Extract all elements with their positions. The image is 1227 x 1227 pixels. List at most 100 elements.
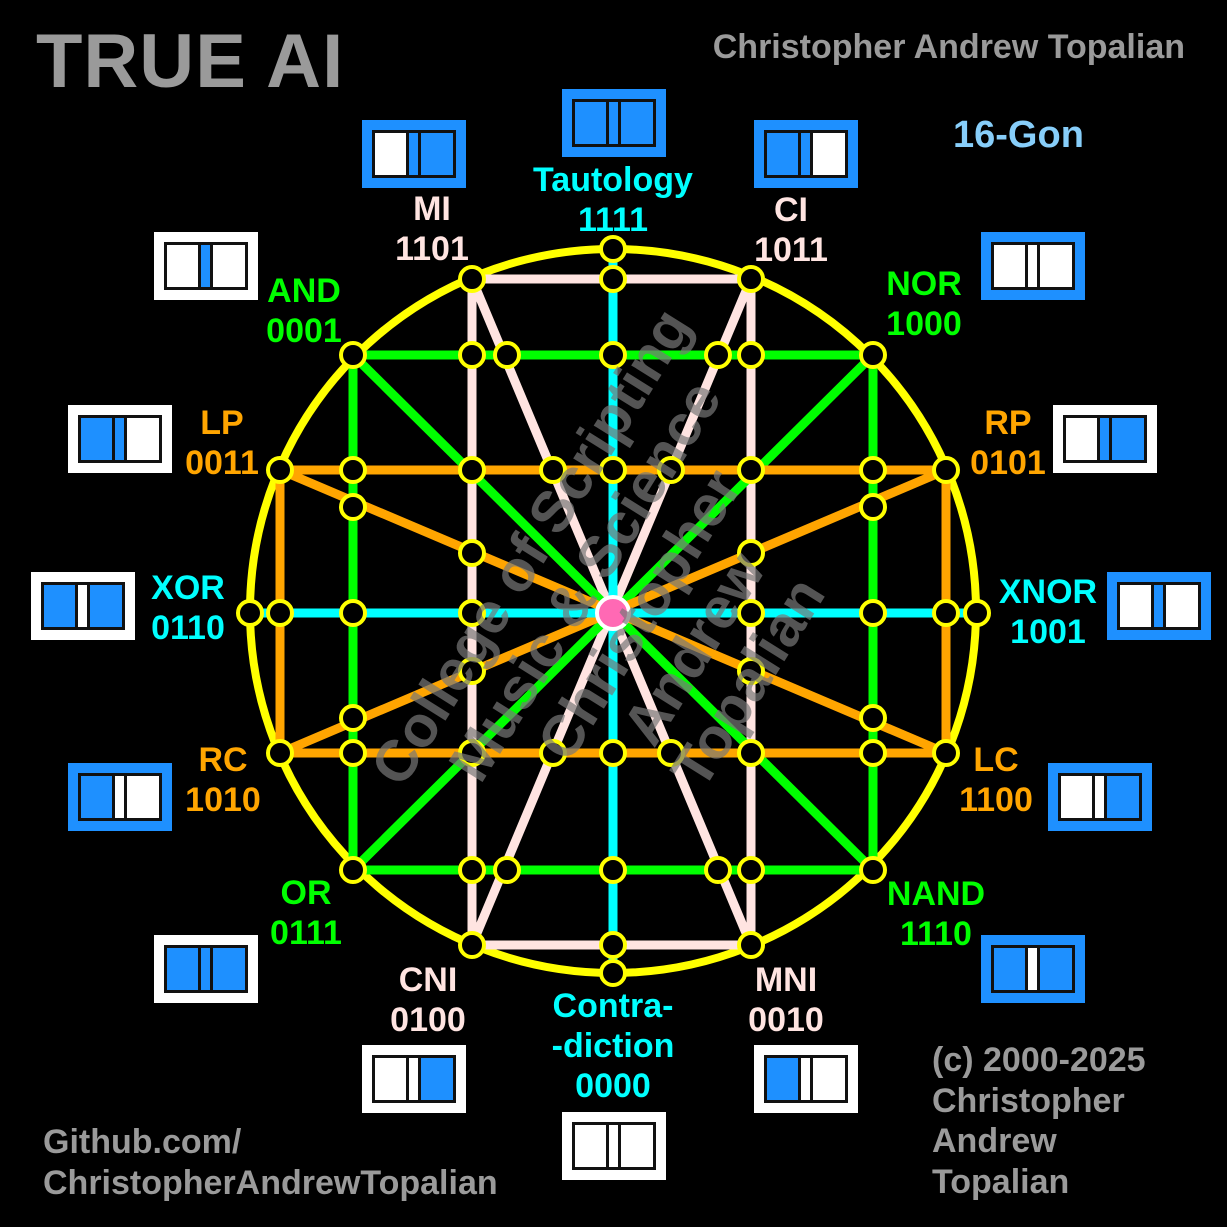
gate-code: 0010 — [748, 1001, 824, 1039]
node — [458, 856, 486, 884]
node — [932, 599, 960, 627]
venn-bar — [991, 242, 1075, 290]
gate-code: 0011 — [185, 444, 259, 482]
copyright-line: (c) 2000-2025 — [932, 1041, 1146, 1079]
right-region — [1166, 585, 1198, 627]
copyright-line: Christopher — [932, 1081, 1125, 1120]
node — [704, 341, 732, 369]
right-region — [421, 1058, 453, 1100]
venn-bar-icon-lc — [1048, 763, 1152, 831]
node — [236, 599, 264, 627]
left-region — [767, 1058, 801, 1100]
gate-code: 1001 — [1010, 613, 1086, 651]
gate-name: AND — [267, 272, 341, 310]
right-region — [421, 133, 453, 175]
gate-name: NAND — [886, 875, 986, 913]
github-line-2: ChristopherAndrewTopalian — [43, 1164, 498, 1202]
node — [859, 456, 887, 484]
venn-bar-icon-nor — [981, 232, 1085, 300]
node — [963, 599, 991, 627]
node — [737, 599, 765, 627]
copyright: (c) 2000-2025 Christopher Andrew Topalia… — [932, 1040, 1146, 1202]
node — [737, 539, 765, 567]
node — [859, 739, 887, 767]
venn-bar-icon-xnor — [1107, 572, 1211, 640]
left-region — [44, 585, 78, 627]
right-region — [813, 1058, 845, 1100]
left-region — [1066, 418, 1100, 460]
node — [704, 856, 732, 884]
gate-code: 0100 — [390, 1001, 466, 1039]
left-region — [375, 133, 409, 175]
node — [458, 265, 486, 293]
node — [539, 456, 567, 484]
right-region — [1040, 245, 1072, 287]
venn-bar — [78, 773, 162, 821]
left-region — [1061, 776, 1095, 818]
github-link[interactable]: Github.com/ ChristopherAndrewTopalian — [43, 1122, 498, 1204]
venn-bar — [41, 582, 125, 630]
left-region — [167, 948, 201, 990]
node — [599, 265, 627, 293]
gate-name: CI — [773, 191, 808, 229]
right-region — [1107, 776, 1139, 818]
right-region — [1112, 418, 1144, 460]
gate-name: XOR — [151, 569, 225, 607]
node — [339, 856, 367, 884]
middle-region — [409, 133, 421, 175]
gate-name: LP — [200, 404, 244, 442]
gate-code: 1111 — [577, 201, 648, 239]
gate-name: MI — [413, 190, 451, 228]
venn-bar — [372, 1055, 456, 1103]
gate-code: 1101 — [395, 230, 469, 268]
right-region — [1040, 948, 1072, 990]
gate-name: RP — [984, 404, 1032, 442]
left-region — [375, 1058, 409, 1100]
gate-name: XNOR — [998, 573, 1098, 611]
gate-code: 1100 — [959, 781, 1033, 819]
venn-bar — [164, 945, 248, 993]
venn-bar-icon-ci — [754, 120, 858, 188]
node — [266, 599, 294, 627]
gate-name: CNI — [398, 961, 458, 999]
gate-name: Tautology — [533, 161, 693, 199]
middle-region — [409, 1058, 421, 1100]
node — [657, 739, 685, 767]
venn-bar-icon-cni — [362, 1045, 466, 1113]
gate-name: Contra- — [552, 987, 674, 1025]
center-node — [595, 595, 631, 631]
node — [458, 456, 486, 484]
middle-region — [1100, 418, 1112, 460]
venn-bar-icon-tautology — [562, 89, 666, 157]
node — [599, 341, 627, 369]
node — [599, 739, 627, 767]
left-region — [994, 245, 1028, 287]
node — [339, 341, 367, 369]
gate-code: 1010 — [185, 781, 261, 819]
node — [339, 493, 367, 521]
gate-name: OR — [280, 874, 332, 912]
node — [932, 739, 960, 767]
github-line-1: Github.com/ — [43, 1123, 242, 1161]
page-title: TRUE AI — [36, 19, 345, 104]
venn-bar-icon-mni — [754, 1045, 858, 1113]
node — [737, 657, 765, 685]
gate-name: -diction — [551, 1027, 675, 1065]
node — [339, 739, 367, 767]
middle-region — [201, 245, 213, 287]
left-region — [767, 133, 801, 175]
venn-bar — [572, 1122, 656, 1170]
node — [599, 235, 627, 263]
right-region — [90, 585, 122, 627]
gate-code: 0111 — [270, 914, 342, 952]
node — [599, 931, 627, 959]
